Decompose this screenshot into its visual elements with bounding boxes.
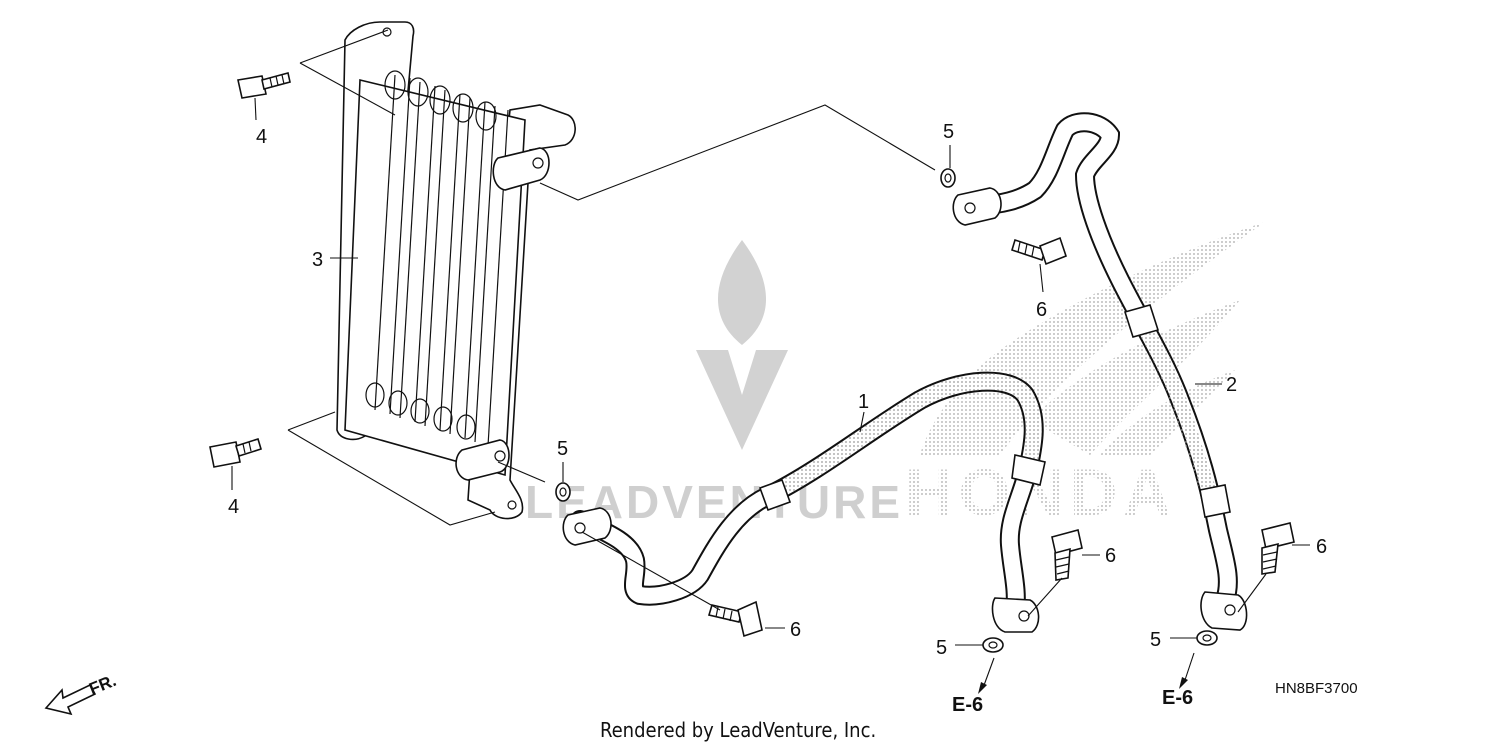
- diagram-code: HN8BF3700: [1275, 680, 1358, 697]
- oil-hose-2: [952, 112, 1248, 631]
- bolt-6-b: [707, 600, 763, 638]
- callout-2: 2: [1226, 374, 1237, 396]
- bolt-4-upper: [237, 72, 291, 121]
- bolt-6-d: [1261, 522, 1295, 575]
- callout-5-upper: 5: [943, 121, 954, 143]
- reference-e6-right: E-6: [1162, 687, 1193, 709]
- arrow-to-e6-right: [1179, 652, 1195, 689]
- callout-5-lower-right: 5: [1150, 629, 1161, 651]
- leadventure-logo-watermark: LEADVENTURE: [525, 240, 900, 528]
- front-direction-arrow: FR.: [44, 671, 119, 716]
- callout-6-right: 6: [1316, 536, 1327, 558]
- washer-5-c: [982, 637, 1004, 653]
- oil-cooler: [336, 21, 576, 520]
- leader-lines: [287, 29, 1310, 646]
- bolt-6-a: [1011, 236, 1067, 266]
- callout-3: 3: [312, 249, 323, 271]
- credit-text: Rendered by LeadVenture, Inc.: [600, 718, 876, 742]
- bolt-4-lower: [209, 437, 262, 490]
- washer-5-a: [940, 168, 956, 188]
- honda-wing-watermark: HONDA: [905, 222, 1265, 529]
- bolt-6-c: [1051, 529, 1083, 581]
- callout-4-lower: 4: [228, 496, 239, 518]
- reference-e6-left: E-6: [952, 694, 983, 716]
- washer-5-b: [555, 482, 571, 502]
- callout-5-lower-left: 5: [936, 637, 947, 659]
- arrow-to-e6-left: [978, 657, 995, 694]
- callout-6-upper: 6: [1036, 299, 1047, 321]
- washer-5-d: [1196, 630, 1218, 646]
- callout-5-middle: 5: [557, 438, 568, 460]
- callout-6-middle: 6: [1105, 545, 1116, 567]
- oil-hose-1: [562, 371, 1046, 633]
- callout-6-lower-left: 6: [790, 619, 801, 641]
- callout-1: 1: [858, 391, 869, 413]
- front-label: FR.: [86, 671, 119, 699]
- callout-4-upper: 4: [256, 126, 267, 148]
